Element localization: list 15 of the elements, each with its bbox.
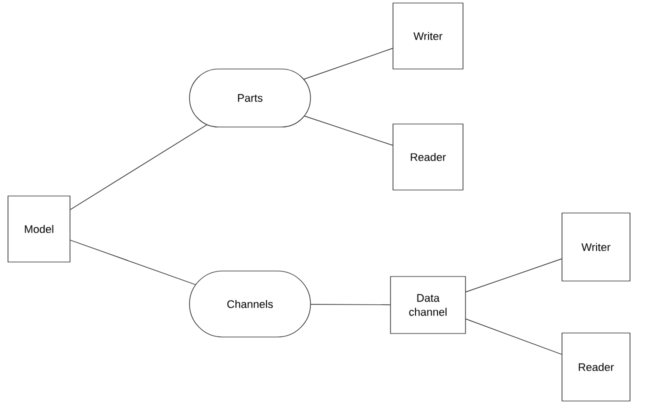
box-node: Reader	[392, 124, 464, 190]
connector-line	[466, 318, 562, 355]
box-node: Writer	[562, 212, 630, 282]
rounded-node: Parts	[189, 68, 311, 128]
box-node: Reader	[562, 332, 630, 402]
connector-line	[70, 240, 196, 285]
connector-line	[70, 124, 208, 210]
connector-line	[304, 48, 393, 80]
connector-line	[466, 258, 562, 292]
box-node: Data channel	[390, 276, 466, 334]
box-node: Writer	[392, 2, 464, 70]
rounded-node: Channels	[189, 270, 311, 338]
connector-line	[310, 304, 390, 306]
box-node: Model	[8, 196, 70, 262]
connector-line	[304, 116, 393, 146]
